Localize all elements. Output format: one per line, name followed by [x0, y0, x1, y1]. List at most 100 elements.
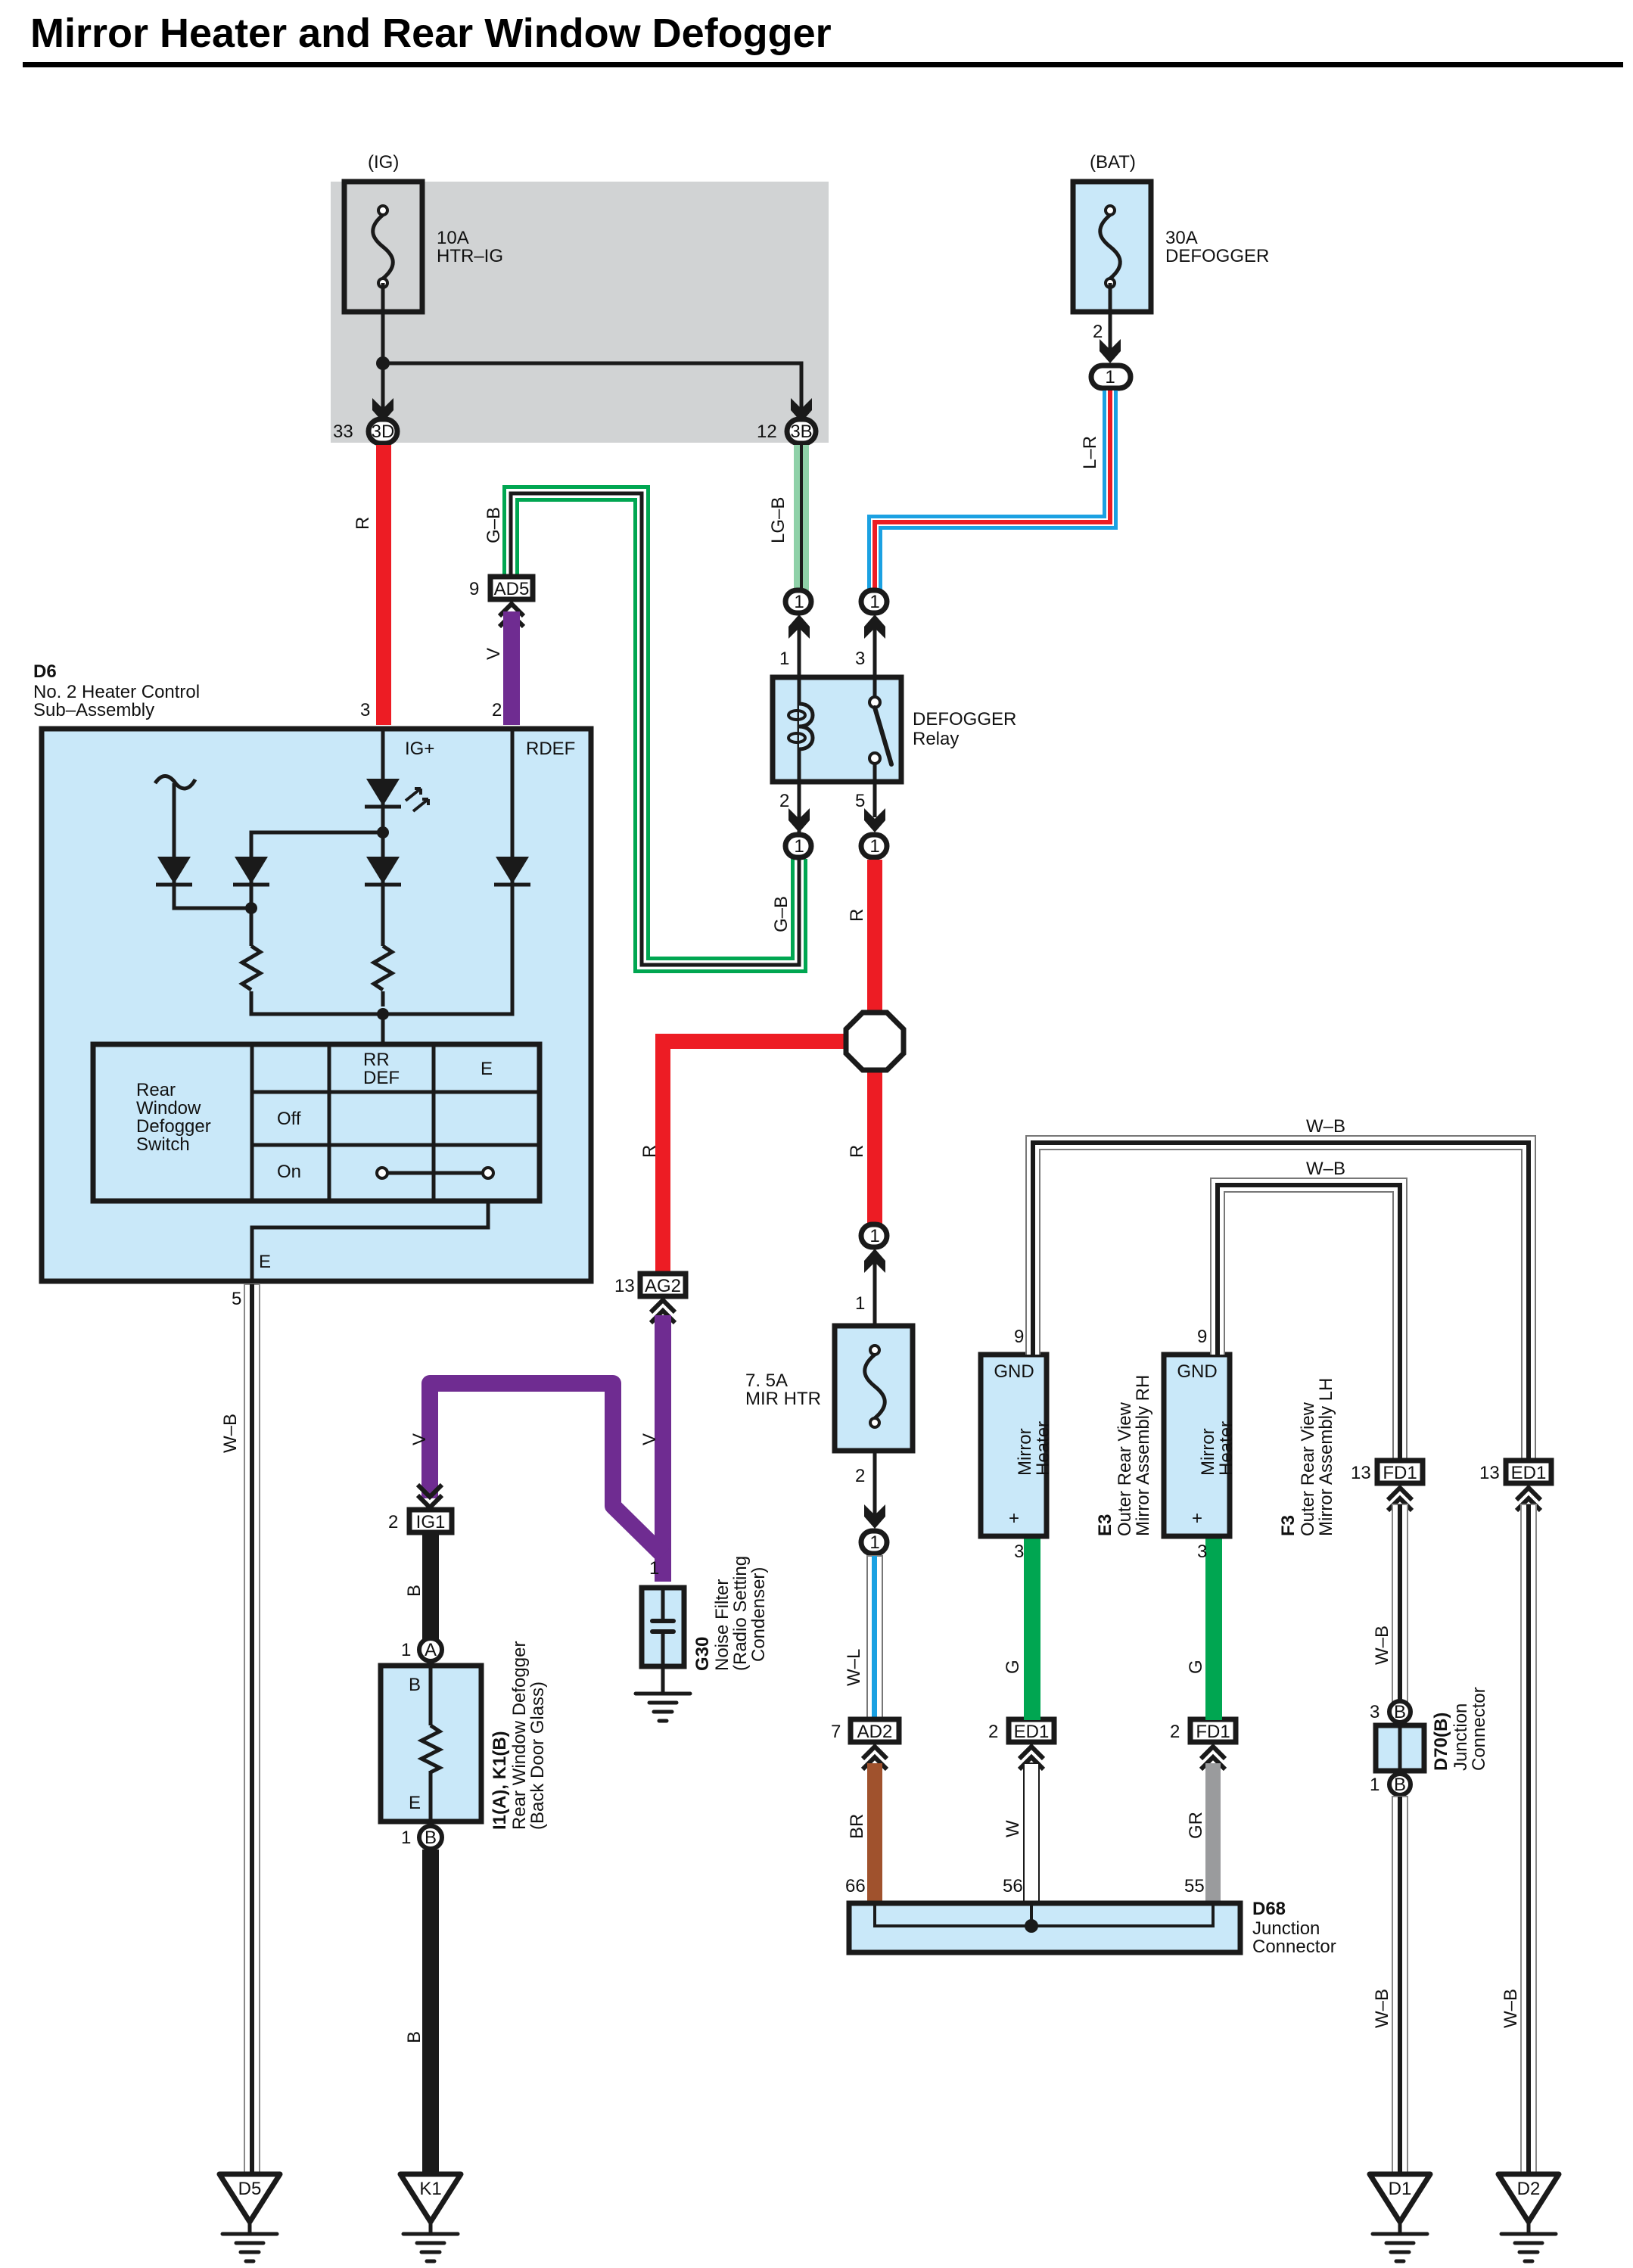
wire-color-wb-rh: W–B	[1306, 1116, 1345, 1137]
bat-source-label: (BAT)	[1090, 152, 1136, 173]
rear-window-defogger-switch: Rear Window Defogger Switch RR DEF E Off…	[90, 1041, 543, 1204]
svg-text:3: 3	[1370, 1702, 1379, 1722]
svg-text:2: 2	[492, 700, 502, 720]
svg-text:13: 13	[1479, 1463, 1500, 1483]
svg-text:BR: BR	[847, 1814, 867, 1839]
connector-ig1	[406, 1507, 455, 1535]
svg-text:1: 1	[1105, 367, 1115, 387]
wire-g-rh	[1024, 1538, 1040, 1720]
svg-text:IG1: IG1	[416, 1512, 446, 1532]
svg-text:B: B	[404, 2031, 425, 2043]
connector-ad5	[487, 574, 536, 602]
fuse-htr-ig-name: HTR–IG	[437, 246, 503, 266]
svg-text:ED1: ED1	[1511, 1463, 1547, 1483]
svg-text:2: 2	[1170, 1722, 1180, 1742]
svg-text:W–B: W–B	[220, 1414, 241, 1453]
svg-text:30A: 30A	[1165, 228, 1198, 248]
connector-ad2	[848, 1716, 902, 1745]
svg-text:3: 3	[360, 700, 370, 720]
svg-text:R: R	[847, 909, 867, 922]
svg-text:DEF: DEF	[363, 1068, 400, 1088]
svg-text:IG+: IG+	[405, 739, 434, 759]
svg-text:9: 9	[1014, 1327, 1024, 1347]
svg-text:Mirror Assembly RH: Mirror Assembly RH	[1133, 1375, 1153, 1536]
title-underline	[23, 62, 1623, 67]
fuse-htr-ig-rating: 10A	[437, 228, 469, 248]
svg-text:B: B	[1394, 1702, 1406, 1722]
svg-text:GND: GND	[1177, 1361, 1217, 1382]
svg-text:+: +	[1192, 1508, 1202, 1529]
svg-text:B: B	[1394, 1775, 1406, 1795]
svg-text:B: B	[425, 1828, 437, 1848]
switch-col-header-rrdef: RR	[363, 1050, 390, 1070]
wire-color-gb-bottom: G–B	[771, 896, 792, 932]
d6-id: D6	[33, 661, 57, 682]
svg-text:E: E	[259, 1252, 271, 1272]
relay-name: DEFOGGER	[913, 709, 1016, 730]
page-title: Mirror Heater and Rear Window Defogger	[30, 11, 832, 56]
svg-text:RDEF: RDEF	[526, 739, 575, 759]
svg-text:13: 13	[614, 1276, 635, 1296]
svg-text:V: V	[409, 1433, 430, 1445]
ground-point-d5: D5	[216, 2171, 283, 2261]
svg-text:R: R	[847, 1145, 867, 1158]
wire-br	[867, 1763, 882, 1903]
switch-row-off: Off	[277, 1109, 301, 1129]
mirror-heater-rh	[978, 1352, 1050, 1539]
resistor-icon	[238, 944, 264, 992]
svg-text:56: 56	[1003, 1876, 1023, 1896]
svg-text:D2: D2	[1517, 2179, 1541, 2199]
connector-ag2	[637, 1271, 689, 1299]
svg-text:AD5: AD5	[494, 579, 530, 599]
svg-text:1: 1	[869, 1532, 879, 1553]
ground-point-d1: D1	[1367, 2171, 1433, 2261]
svg-text:Outer Rear View: Outer Rear View	[1115, 1402, 1135, 1536]
svg-text:Defogger: Defogger	[136, 1116, 211, 1137]
svg-text:1: 1	[869, 592, 879, 612]
svg-text:DEFOGGER: DEFOGGER	[1165, 246, 1269, 266]
svg-text:W–B: W–B	[1372, 1989, 1392, 2028]
wire-v-ad5	[503, 611, 520, 725]
svg-text:Outer Rear View: Outer Rear View	[1298, 1402, 1318, 1536]
svg-text:Window: Window	[136, 1098, 201, 1118]
connector-b	[417, 1824, 444, 1851]
svg-text:Rear Window Defogger: Rear Window Defogger	[509, 1641, 530, 1830]
svg-text:FD1: FD1	[1196, 1722, 1230, 1742]
svg-text:1: 1	[855, 1293, 865, 1314]
switch-col-header-e: E	[481, 1059, 493, 1079]
svg-text:13: 13	[1351, 1463, 1371, 1483]
svg-text:W: W	[1003, 1820, 1023, 1837]
svg-text:FD1: FD1	[1383, 1463, 1417, 1483]
wire-color-lgb: LG–B	[768, 497, 789, 543]
svg-text:B: B	[409, 1675, 421, 1695]
wire-color-gb-top: G–B	[484, 507, 504, 543]
svg-text:G: G	[1003, 1660, 1023, 1674]
svg-text:MIR HTR: MIR HTR	[745, 1389, 821, 1409]
svg-text:AD2: AD2	[857, 1722, 893, 1742]
svg-text:GR: GR	[1186, 1812, 1206, 1839]
svg-text:G: G	[1186, 1660, 1206, 1674]
noise-filter-id: G30	[692, 1637, 713, 1671]
svg-text:Mirror: Mirror	[1015, 1428, 1035, 1476]
svg-text:1: 1	[794, 836, 804, 857]
svg-text:3B: 3B	[790, 422, 812, 442]
ig-source-label: (IG)	[368, 152, 399, 173]
d68-id: D68	[1252, 1899, 1286, 1919]
svg-text:5: 5	[232, 1289, 241, 1309]
svg-text:Connector: Connector	[1469, 1687, 1489, 1771]
svg-text:66: 66	[845, 1876, 866, 1896]
svg-text:1: 1	[794, 592, 804, 612]
wire-color-wb-lh: W–B	[1306, 1159, 1345, 1179]
svg-text:Junction: Junction	[1451, 1703, 1471, 1771]
svg-text:5: 5	[855, 791, 865, 811]
defogger-id: I1(A), K1(B)	[490, 1731, 510, 1830]
switch-row-on: On	[277, 1162, 301, 1182]
resistor-icon	[370, 944, 396, 992]
ground-point-d2: D2	[1495, 2171, 1562, 2261]
relay-coil-icon	[798, 702, 815, 751]
svg-text:1: 1	[401, 1640, 411, 1660]
svg-text:(Back Door Glass): (Back Door Glass)	[527, 1682, 548, 1830]
svg-text:3: 3	[1014, 1542, 1024, 1562]
svg-text:D5: D5	[238, 2179, 262, 2199]
mirror-lh-id: F3	[1278, 1515, 1299, 1536]
